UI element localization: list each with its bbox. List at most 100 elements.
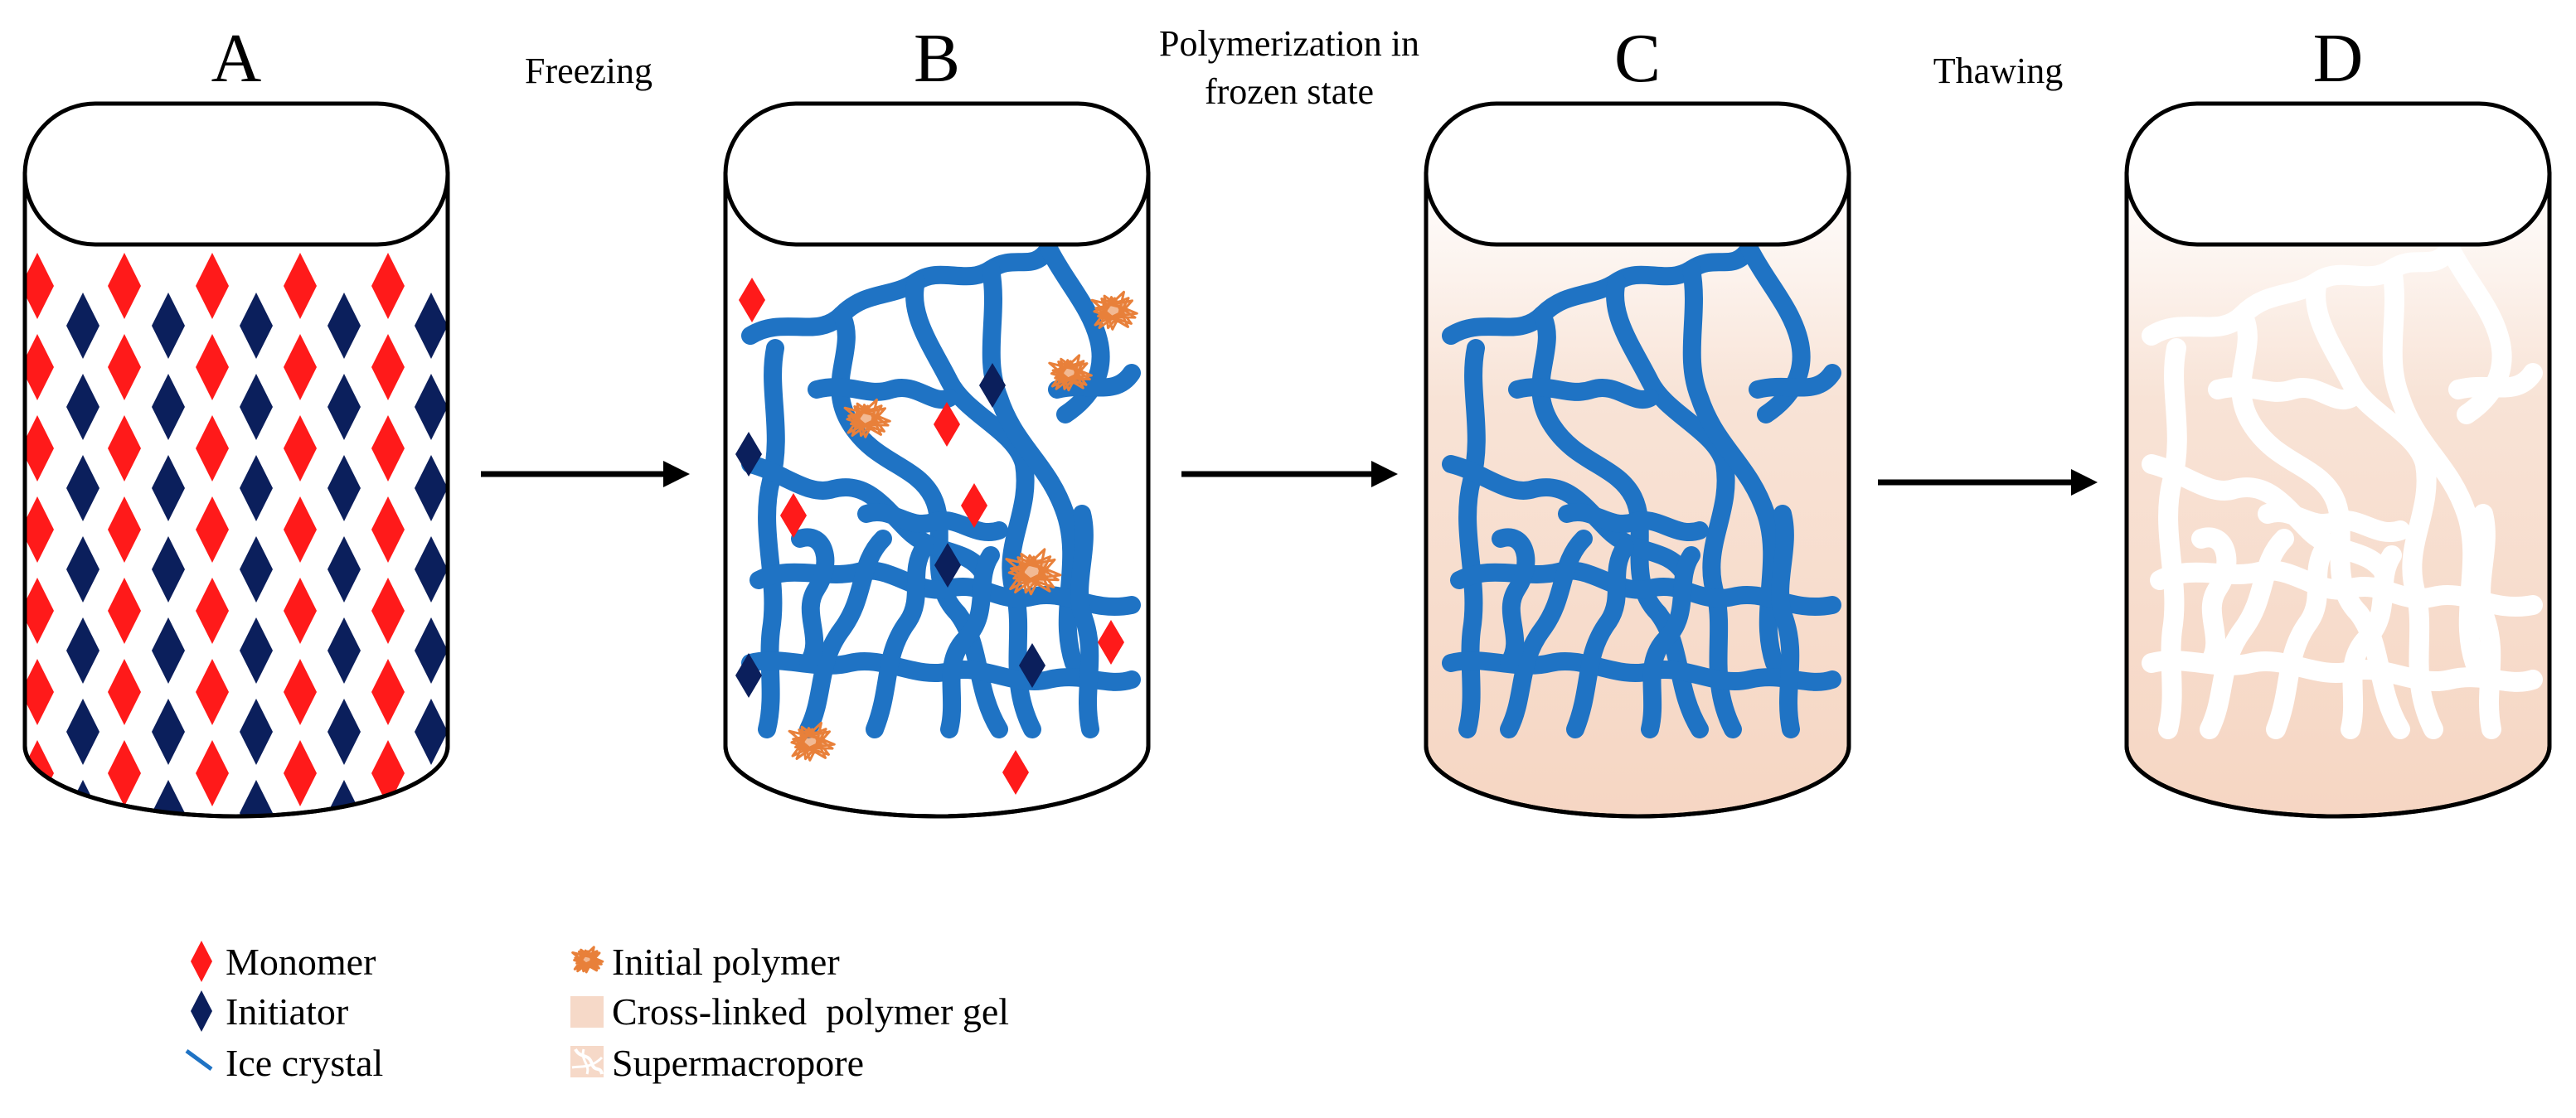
monomer-diamond: [196, 415, 229, 482]
cylinder-a-top: [22, 101, 450, 247]
initiator-diamond: [152, 617, 185, 684]
initiator-diamond: [415, 699, 448, 765]
monomer-diamond: [1098, 620, 1124, 665]
ice-crystal-strand: [857, 503, 1008, 541]
supermacropore-channel: [2142, 454, 2394, 582]
ice-crystal-strand: [758, 339, 785, 738]
monomer-diamond: [108, 659, 141, 725]
monomer-diamond: [371, 253, 405, 319]
initiator-diamond: [327, 293, 361, 359]
monomer-diamond: [108, 253, 141, 319]
monomer-diamond: [284, 253, 317, 319]
initiator-diamond: [66, 617, 99, 684]
supermacropore-channel: [2258, 502, 2410, 542]
initiator-diamond: [327, 455, 361, 521]
initiator-diamond: [415, 374, 448, 440]
supermacropore-channel: [2341, 545, 2402, 739]
initiator-diamond: [152, 861, 185, 927]
arrow-thawing: [1878, 469, 2098, 496]
cylinder-d: [2124, 101, 2552, 819]
step-label-freezing: Freezing: [525, 51, 652, 91]
monomer-diamond: [371, 334, 405, 400]
initiator-diamond: [735, 432, 762, 477]
ice-crystal-strand: [808, 378, 958, 409]
reactant-particles: [735, 278, 1138, 795]
legend-item-supermacropore: Supermacropore: [570, 1042, 864, 1084]
supermacropore-channel: [2158, 338, 2187, 739]
initial-polymer-icon: [571, 946, 604, 974]
monomer-diamond: [371, 578, 405, 644]
initiator-diamond: [327, 374, 361, 440]
monomer-diamond: [284, 578, 317, 644]
cylinder-b-top: [723, 101, 1151, 247]
cylinder-d-top: [2124, 101, 2552, 247]
monomer-diamond: [108, 415, 141, 482]
ice-crystal-strand: [905, 273, 1041, 738]
monomer-diamond: [196, 496, 229, 563]
arrow-freezing: [481, 461, 690, 487]
initiator-diamond: [415, 617, 448, 684]
panel-letter-a: A: [211, 20, 262, 97]
supermacropore-network: [2142, 239, 2543, 739]
monomer-diamond: [284, 415, 317, 482]
monomer-diamond: [1002, 750, 1029, 795]
monomer-diamond-icon: [191, 941, 212, 982]
monomer-diamond: [196, 334, 229, 400]
monomer-diamond: [371, 659, 405, 725]
legend-label-initiator: Initiator: [226, 990, 348, 1033]
monomer-diamond: [25, 415, 54, 482]
monomer-diamond: [371, 496, 405, 563]
monomer-diamond: [108, 821, 141, 888]
monomer-diamond: [196, 253, 229, 319]
monomer-diamond: [961, 483, 987, 528]
legend-label-ice-crystal: Ice crystal: [226, 1042, 383, 1084]
monomer-diamond: [284, 659, 317, 725]
initiator-diamond: [327, 699, 361, 765]
initiator-diamond: [415, 861, 448, 927]
ice-crystal-strand: [1458, 339, 1486, 738]
ice-crystal-strand: [1508, 378, 1659, 409]
monomer-diamond: [25, 253, 54, 319]
initial-polymer-blob: [788, 721, 836, 762]
initiator-diamond: [327, 617, 361, 684]
monomer-initiator-array: [25, 253, 448, 927]
supermacropore-icon: [570, 1046, 604, 1077]
cylinder-b: [723, 101, 1151, 819]
monomer-diamond: [196, 740, 229, 806]
initiator-diamond: [240, 455, 273, 521]
initiator-diamond: [66, 293, 99, 359]
initiator-diamond: [240, 536, 273, 603]
monomer-diamond: [196, 659, 229, 725]
supermacropore-channel: [2191, 527, 2237, 673]
initiator-diamond: [415, 536, 448, 603]
ice-crystal-strand: [1500, 530, 1593, 738]
gel-swatch-icon: [570, 996, 604, 1028]
initiator-diamond: [327, 536, 361, 603]
monomer-diamond: [284, 821, 317, 888]
initiator-diamond: [66, 699, 99, 765]
ice-crystal-strand: [799, 530, 892, 738]
ice-crystal-strand: [866, 538, 934, 738]
ice-crystal-strand: [1566, 538, 1634, 738]
initiator-diamond: [979, 363, 1006, 408]
supermacropore-channel: [2200, 529, 2294, 739]
step-label-polymerization-line2: frozen state: [1205, 71, 1374, 112]
initial-polymer-blob: [1005, 548, 1062, 596]
initiator-diamond: [1019, 643, 1045, 688]
initiator-diamond: [152, 699, 185, 765]
initiator-diamond: [152, 293, 185, 359]
monomer-diamond: [284, 334, 317, 400]
step-label-polymerization-line1: Polymerization in: [1159, 23, 1419, 64]
ice-crystal-strand: [1749, 364, 1841, 399]
initiator-diamond: [66, 536, 99, 603]
legend-item-monomer: Monomer: [191, 941, 376, 983]
legend-item-ice-crystal: Ice crystal: [185, 1042, 383, 1084]
ice-crystal-strand: [1771, 505, 1800, 738]
ice-crystal-icon: [185, 1048, 213, 1072]
initial-polymer-blob: [571, 946, 604, 974]
monomer-diamond: [25, 496, 54, 563]
initiator-diamond: [240, 374, 273, 440]
arrow-polymerization: [1181, 461, 1398, 487]
ice-crystal-strand: [1492, 528, 1535, 672]
